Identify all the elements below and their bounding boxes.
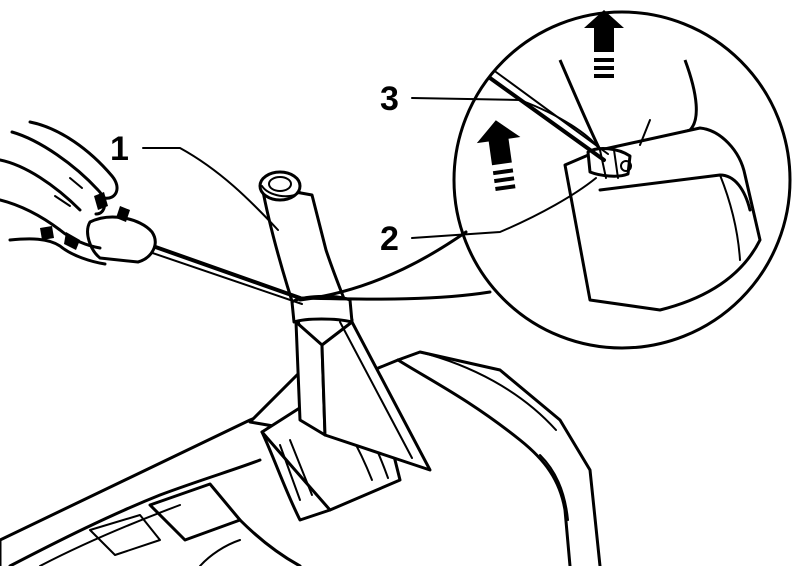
detail-magnifier — [298, 10, 792, 350]
callout-labels: 1 3 2 — [110, 80, 399, 258]
up-arrow-icon — [476, 120, 521, 192]
callout-1-label: 1 — [110, 130, 129, 168]
hand-with-screwdriver — [0, 120, 303, 305]
magnified-lever — [488, 59, 762, 312]
handbrake-lever — [258, 170, 432, 472]
callout-leaders — [142, 97, 601, 239]
callout-2-label: 2 — [380, 220, 399, 258]
up-arrow-icon — [584, 10, 624, 78]
callout-3-label: 3 — [380, 80, 399, 118]
